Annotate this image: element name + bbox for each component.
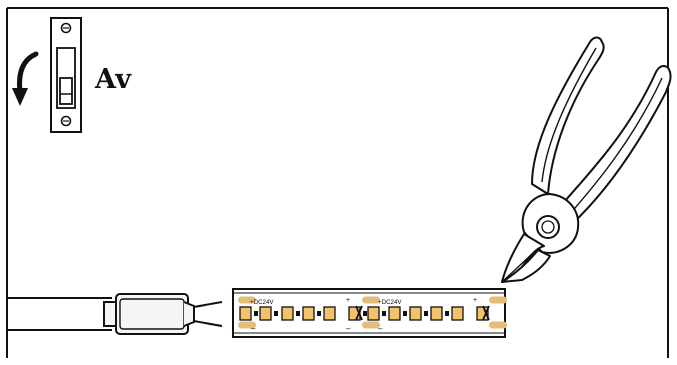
- led-chip: [409, 306, 422, 321]
- cut-pad: [489, 321, 507, 329]
- resistor: [296, 311, 300, 316]
- cut-pad: [238, 296, 256, 304]
- resistor: [445, 311, 449, 316]
- cut-mark: [355, 305, 363, 321]
- resistor: [254, 311, 258, 316]
- led-strip: +DC24V +DC24V + + – – –: [232, 288, 507, 338]
- curved-arrow-down-icon: [12, 51, 39, 106]
- cut-pad: [238, 321, 256, 329]
- voltage-label-left: +DC24V: [250, 299, 274, 306]
- led-chip: [259, 306, 272, 321]
- resistor: [382, 311, 386, 316]
- voltage-label-right: +DC24V: [378, 299, 402, 306]
- resistor: [363, 311, 367, 316]
- resistor: [403, 311, 407, 316]
- led-chip: [281, 306, 294, 321]
- led-chip: [451, 306, 464, 321]
- led-chip: [323, 306, 336, 321]
- cut-pad: [362, 296, 380, 304]
- led-chip: [239, 306, 252, 321]
- led-chip: [302, 306, 315, 321]
- side-cutter-pliers-icon: [501, 36, 672, 283]
- power-off-label: Av: [95, 64, 132, 95]
- resistor: [424, 311, 428, 316]
- minus-mark-mid: –: [346, 324, 351, 333]
- cut-pad: [489, 296, 507, 304]
- led-chip: [388, 306, 401, 321]
- led-chip: [367, 306, 380, 321]
- cable-connector-icon: [8, 293, 223, 335]
- resistor: [317, 311, 321, 316]
- plus-mark-left: +: [346, 297, 350, 304]
- resistor: [274, 311, 278, 316]
- cut-mark: [482, 305, 490, 321]
- plus-mark-right: +: [473, 297, 477, 304]
- minus-mark-right: –: [378, 324, 383, 333]
- minus-mark-left: –: [251, 324, 256, 333]
- cut-pad: [362, 321, 380, 329]
- circuit-breaker-icon: [50, 17, 82, 133]
- led-chip: [430, 306, 443, 321]
